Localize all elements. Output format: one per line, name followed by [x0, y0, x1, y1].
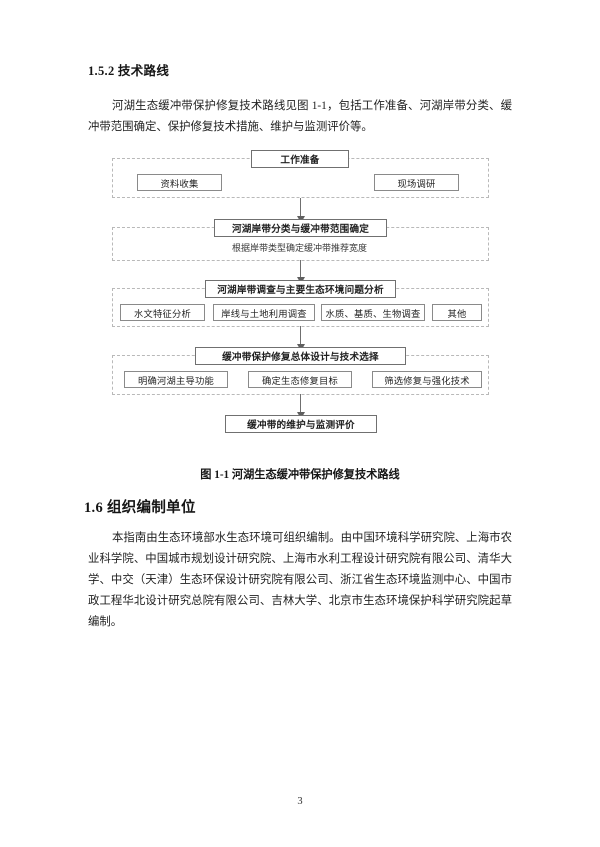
flow-node-shoreline-landuse-survey: 岸线与土地利用调查 [213, 304, 315, 321]
flow-node-work-preparation: 工作准备 [251, 150, 349, 168]
flow-node-bank-classification: 河湖岸带分类与缓冲带范围确定 [214, 219, 387, 237]
arrow-stage3-to-stage4 [296, 326, 305, 351]
stage2-note: 根据岸带类型确定缓冲带推荐宽度 [231, 243, 367, 253]
arrow-stage1-to-stage2 [296, 198, 305, 223]
flow-node-restoration-target: 确定生态修复目标 [248, 371, 352, 388]
technical-route-flowchart: 工作准备 资料收集 现场调研 河湖岸带分类与缓冲带范围确定 根据岸带类型确定缓冲… [0, 140, 600, 460]
page-number: 3 [297, 796, 303, 807]
flow-node-overall-design: 缓冲带保护修复总体设计与技术选择 [195, 347, 406, 365]
flow-node-data-collection: 资料收集 [137, 174, 222, 191]
org-paragraph: 本指南由生态环境部水生态环境可组织编制。由中国环境科学研究院、上海市农业科学院、… [88, 532, 512, 628]
flow-node-maintenance-monitoring: 缓冲带的维护与监测评价 [225, 415, 377, 433]
section-heading: 1.5.2 技术路线 [88, 64, 170, 78]
flow-node-water-substrate-biology-survey: 水质、基质、生物调查 [321, 304, 425, 321]
flow-node-hydrology-analysis: 水文特征分析 [120, 304, 205, 321]
flow-node-dominant-function: 明确河湖主导功能 [124, 371, 228, 388]
flow-node-bank-investigation: 河湖岸带调查与主要生态环境问题分析 [205, 280, 396, 298]
flow-node-technology-selection: 筛选修复与强化技术 [372, 371, 482, 388]
flow-node-field-survey: 现场调研 [374, 174, 459, 191]
arrow-stage2-to-stage3 [296, 260, 305, 284]
org-section-heading: 1.6 组织编制单位 [84, 500, 196, 516]
flow-node-other: 其他 [432, 304, 482, 321]
intro-paragraph: 河湖生态缓冲带保护修复技术路线见图 1-1，包括工作准备、河湖岸带分类、缓冲带范… [88, 100, 512, 133]
arrow-stage4-to-stage5 [296, 394, 305, 419]
figure-caption: 图 1-1 河湖生态缓冲带保护修复技术路线 [200, 469, 400, 481]
